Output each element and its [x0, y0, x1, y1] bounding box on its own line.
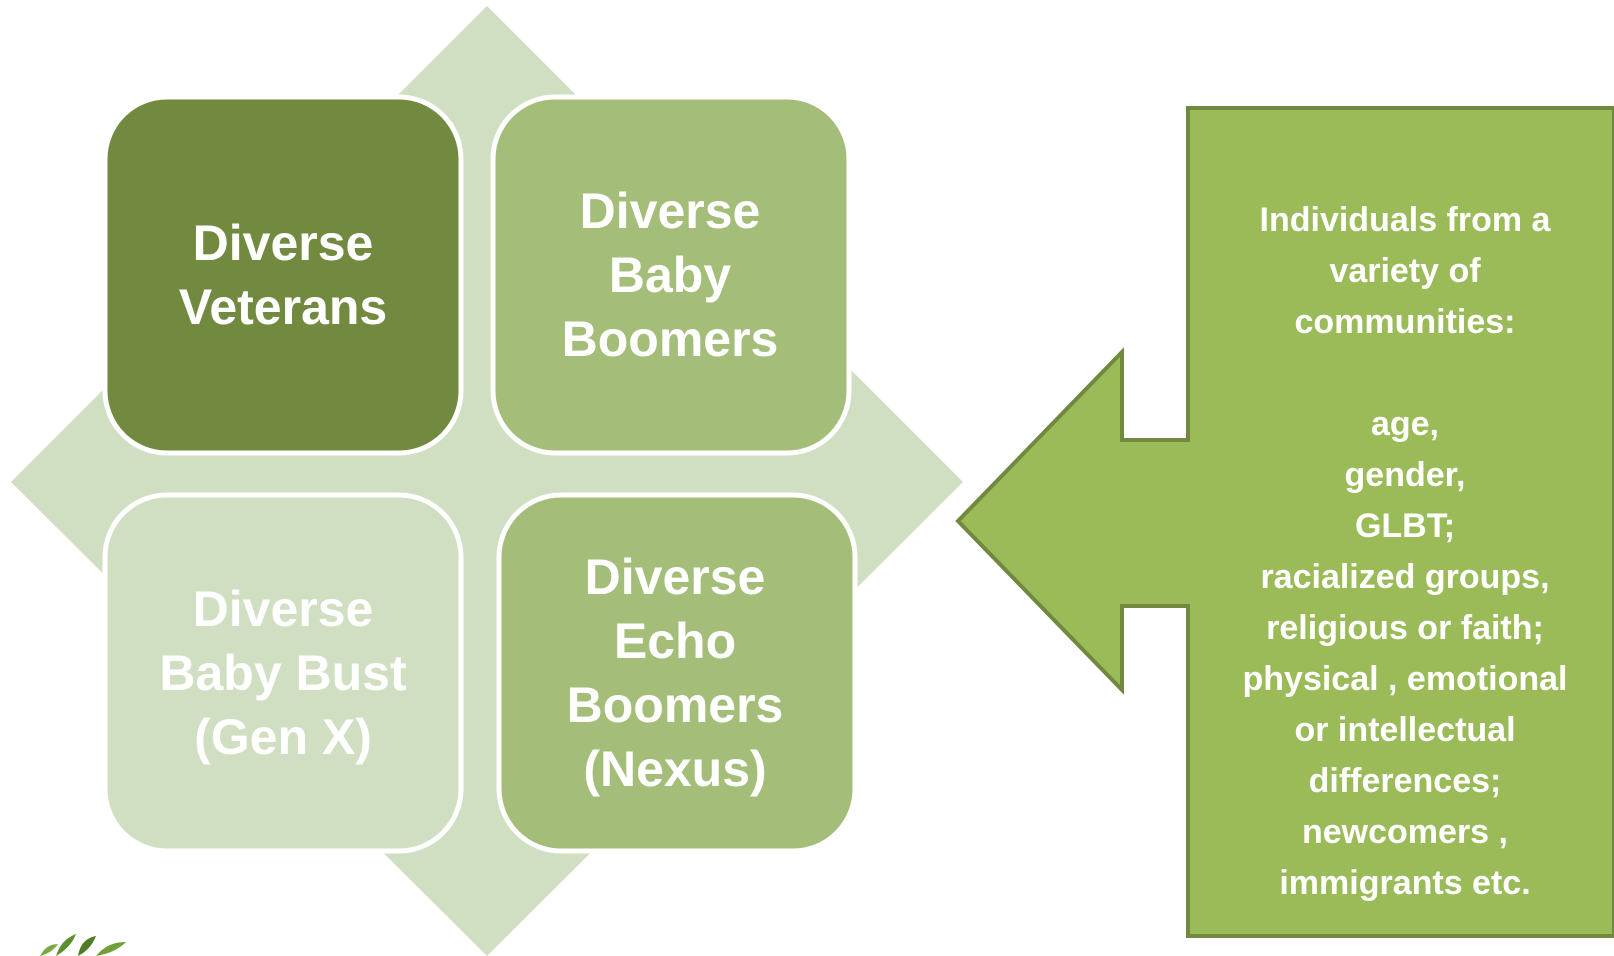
quadrant-echo-boomers: Diverse Echo Boomers (Nexus): [500, 498, 850, 848]
quadrant-line: Diverse: [584, 549, 766, 605]
callout-list-line: gender,: [1344, 456, 1466, 494]
callout-list-line: immigrants etc.: [1279, 864, 1531, 902]
quadrant-veterans-box: [102, 94, 464, 456]
quadrant-baby-boomers: Diverse Baby Boomers: [495, 100, 845, 450]
quadrant-line: Echo: [613, 613, 737, 669]
quadrant-line: Boomers: [561, 311, 779, 367]
callout-text: Individuals from a variety of communitie…: [1195, 195, 1614, 909]
quadrant-line: Veterans: [178, 279, 388, 335]
leaf-sprout-icon: [40, 934, 126, 956]
callout-list-line: newcomers ,: [1302, 813, 1508, 851]
quadrant-line: Diverse: [192, 581, 374, 637]
quadrant-veterans: Diverse Veterans: [108, 100, 458, 450]
callout-heading-line: variety of: [1329, 252, 1481, 290]
callout-heading-line: communities:: [1294, 303, 1516, 341]
callout-heading-line: Individuals from a: [1259, 201, 1551, 239]
quadrant-baby-boomers-box: [490, 94, 852, 456]
callout-list-line: age,: [1370, 405, 1440, 443]
quadrant-line: (Gen X): [194, 709, 372, 765]
quadrant-line: Diverse: [192, 215, 374, 271]
quadrant-baby-bust: Diverse Baby Bust (Gen X): [108, 498, 458, 848]
quadrant-line: (Nexus): [583, 741, 767, 797]
callout-spacer: [1195, 348, 1614, 399]
quadrant-line: Baby Bust: [159, 645, 407, 701]
callout-list-line: physical , emotional: [1242, 660, 1568, 698]
callout-list-line: or intellectual: [1294, 711, 1516, 749]
callout-list-line: GLBT;: [1354, 507, 1456, 545]
callout-list-line: religious or faith;: [1266, 609, 1544, 647]
quadrant-baby-bust-box: [102, 492, 464, 854]
quadrant-echo-boomers-box: [496, 492, 858, 854]
callout-list-line: racialized groups,: [1260, 558, 1550, 596]
quadrant-line: Baby: [608, 247, 732, 303]
callout-arrow: [955, 106, 1614, 938]
quadrant-line: Boomers: [566, 677, 784, 733]
callout-list-line: differences;: [1308, 762, 1502, 800]
quadrant-line: Diverse: [579, 183, 761, 239]
